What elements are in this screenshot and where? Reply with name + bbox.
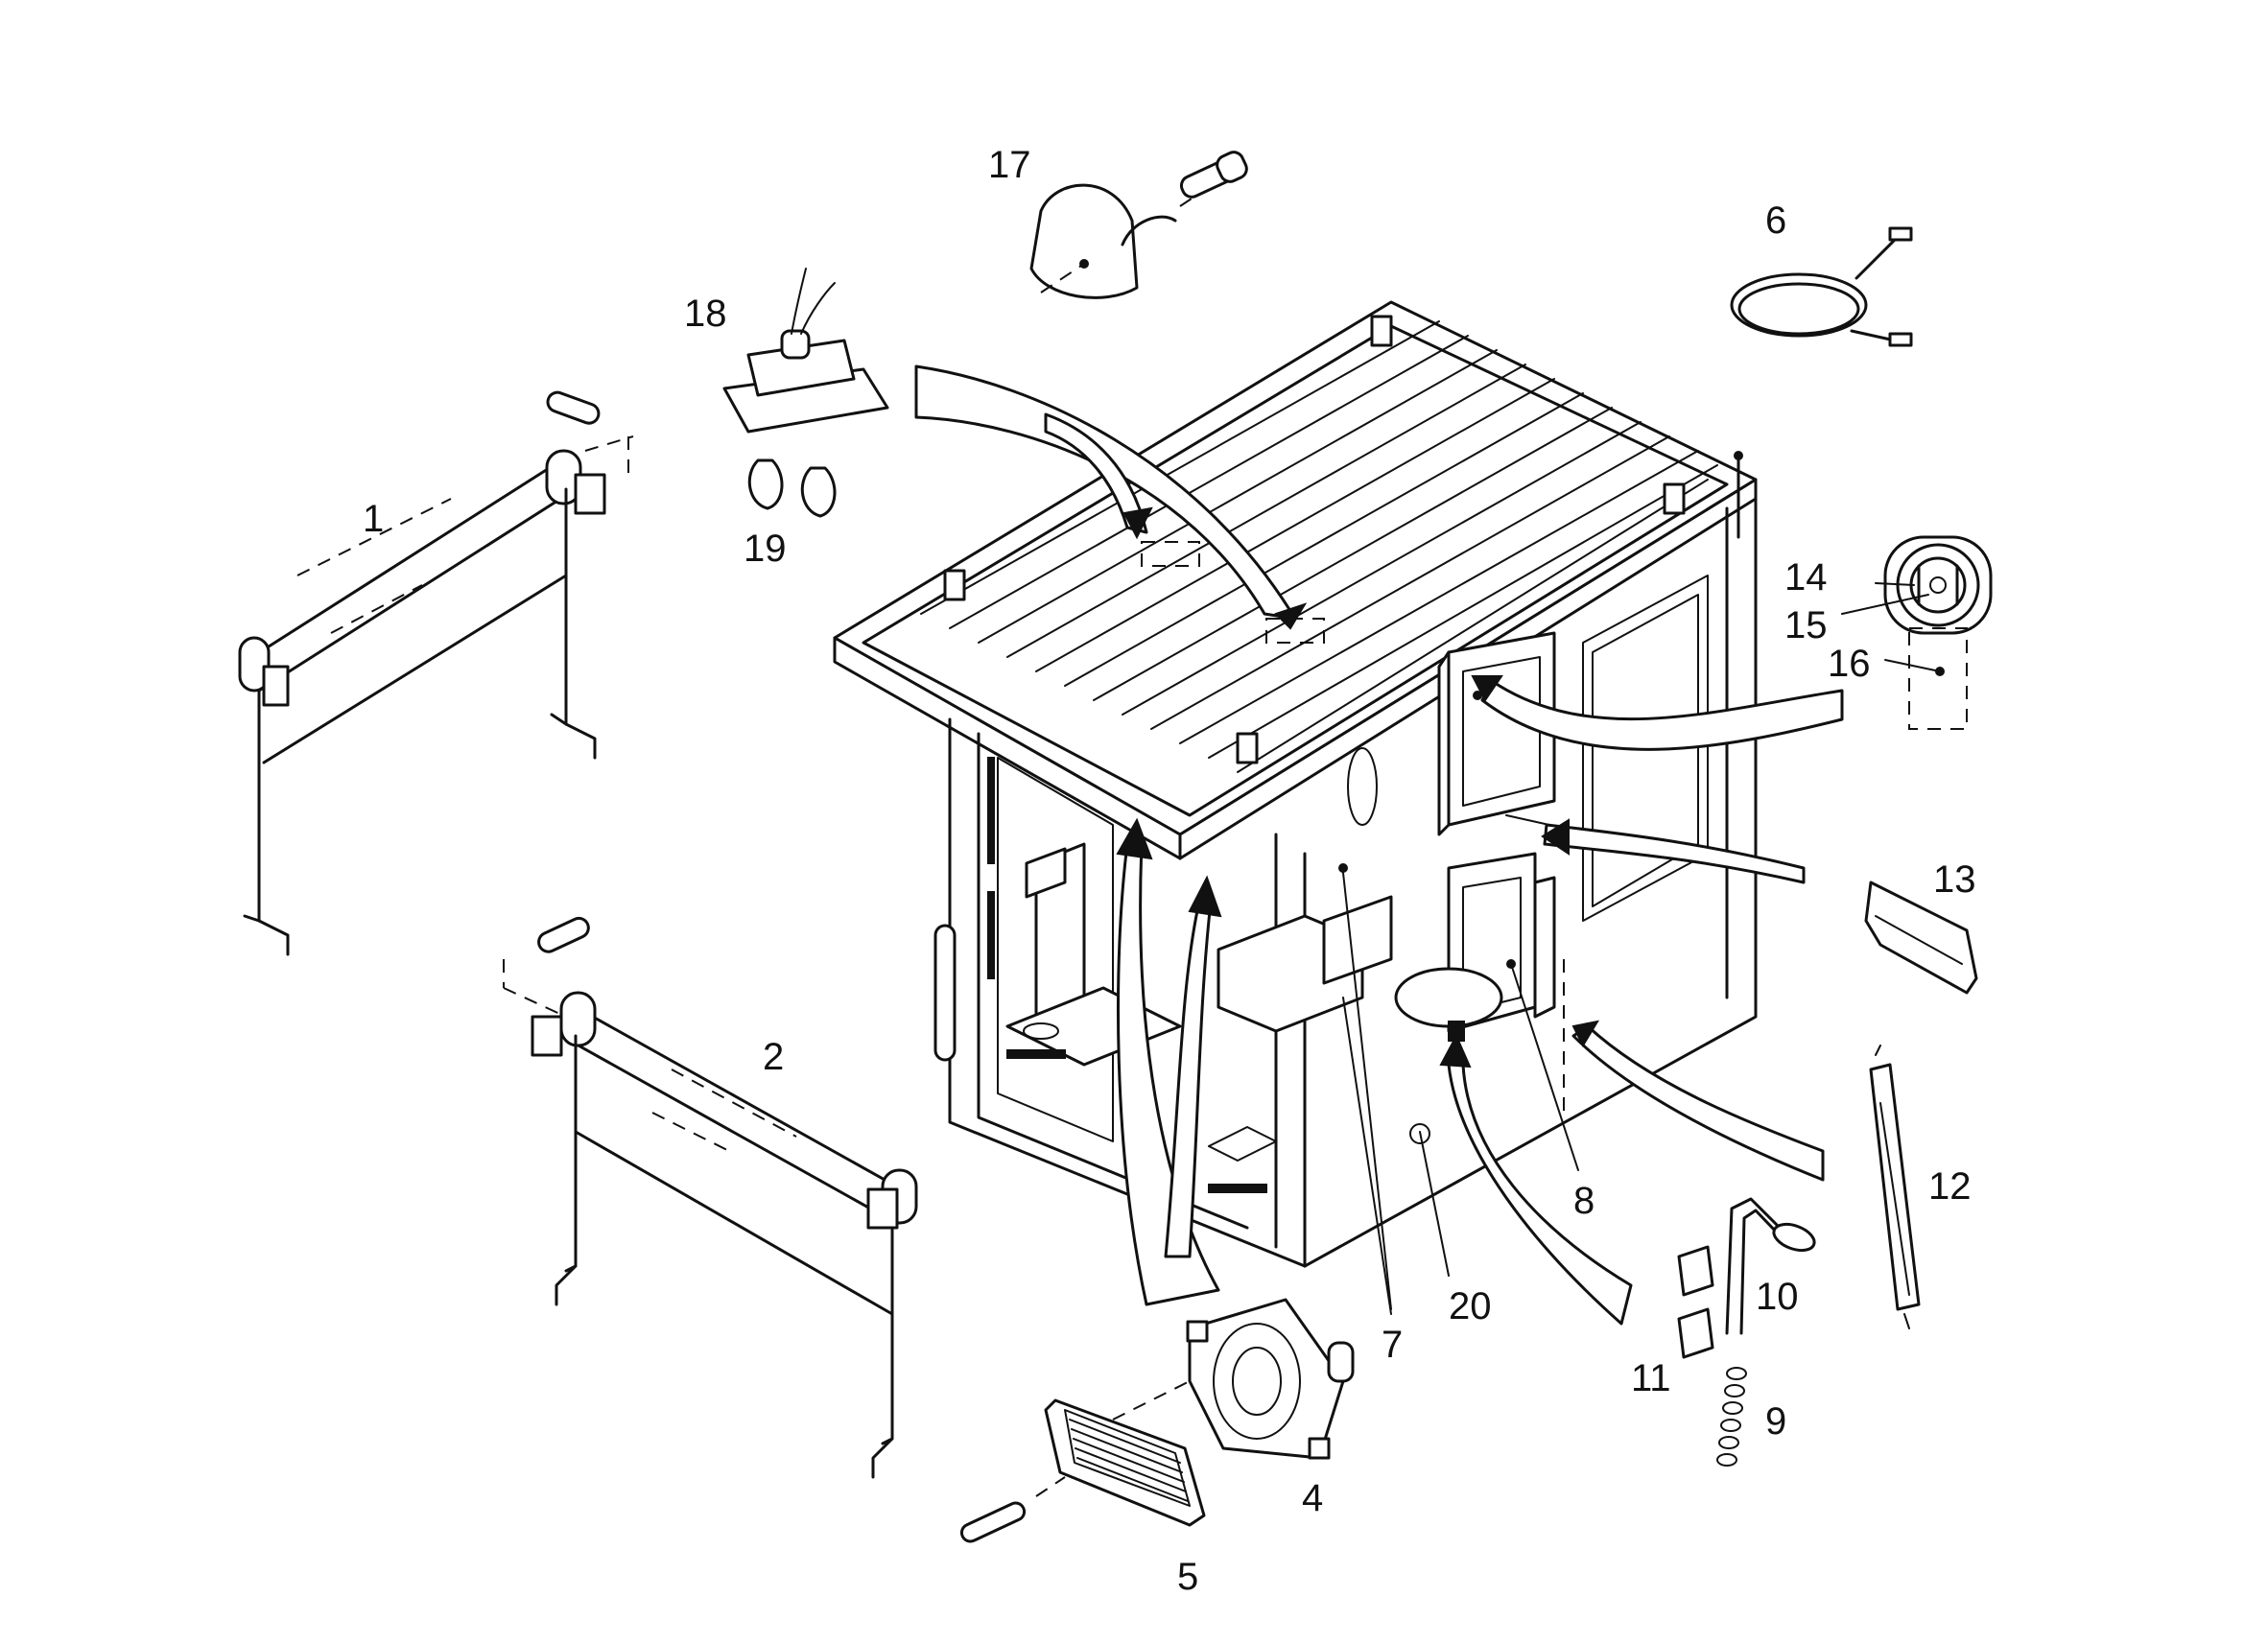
callout-19: 19 bbox=[744, 528, 787, 570]
callout-8: 8 bbox=[1573, 1180, 1595, 1222]
installation-arrows bbox=[914, 364, 1844, 1326]
cab-body bbox=[933, 451, 1758, 1268]
callout-6: 6 bbox=[1765, 200, 1786, 242]
callout-5: 5 bbox=[1177, 1556, 1198, 1598]
callout-1: 1 bbox=[363, 498, 384, 540]
callout-15: 15 bbox=[1784, 604, 1828, 646]
callout-16: 16 bbox=[1828, 643, 1871, 685]
part-18-19-lamp-housing bbox=[722, 268, 889, 518]
callout-14: 14 bbox=[1784, 556, 1828, 599]
callout-11: 11 bbox=[1631, 1357, 1671, 1399]
callout-7: 7 bbox=[1382, 1324, 1403, 1366]
part-1-roller-blind bbox=[238, 390, 634, 956]
callout-9: 9 bbox=[1765, 1400, 1786, 1443]
callout-4: 4 bbox=[1302, 1477, 1323, 1519]
callout-17: 17 bbox=[988, 144, 1031, 186]
part-13-seal-strip bbox=[1864, 881, 1978, 995]
part-4-speaker bbox=[1186, 1298, 1355, 1460]
callout-10: 10 bbox=[1756, 1276, 1799, 1318]
callout-13: 13 bbox=[1933, 858, 1976, 901]
callout-2: 2 bbox=[763, 1036, 784, 1078]
callout-12: 12 bbox=[1928, 1165, 1972, 1208]
callout-20: 20 bbox=[1449, 1285, 1492, 1327]
part-14-15-16-lamp bbox=[1841, 535, 1993, 730]
callout-18: 18 bbox=[684, 293, 727, 335]
part-9-10-11-hardware bbox=[1677, 1197, 1816, 1467]
part-2-roller-blind bbox=[503, 916, 918, 1479]
part-17-handle bbox=[1029, 151, 1248, 299]
part-5-speaker-grille bbox=[959, 1380, 1206, 1543]
callout-labels: 1 2 4 5 6 7 8 9 10 11 12 13 14 15 16 17 … bbox=[363, 144, 1976, 1598]
part-6-cable bbox=[1730, 226, 1913, 347]
leader-lines bbox=[1338, 691, 1579, 1315]
part-12-tube bbox=[1869, 1045, 1921, 1329]
